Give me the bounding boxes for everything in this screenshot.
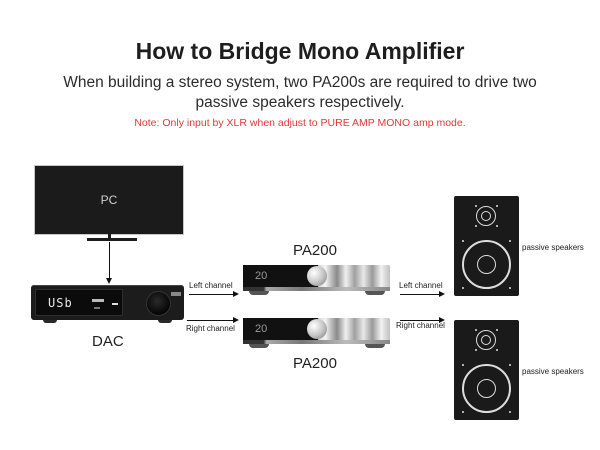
- dac-right-channel-arrowhead: [233, 317, 239, 323]
- amp-bottom-strip: [243, 340, 390, 344]
- amp-foot: [249, 291, 269, 295]
- dac-foot: [158, 320, 172, 323]
- woofer-outer: [462, 364, 511, 413]
- amp-right-channel-label: Right channel: [396, 321, 445, 330]
- screw-dot: [509, 411, 511, 413]
- pc-to-dac-line: [109, 242, 110, 278]
- amp-volume-display: 20: [255, 323, 268, 335]
- dac-indicator: [92, 299, 104, 302]
- amp-display: 20: [243, 318, 318, 340]
- screw-dot: [496, 225, 498, 227]
- warning-note: Note: Only input by XLR when adjust to P…: [134, 117, 466, 129]
- amp-bottom-label: PA200: [293, 355, 337, 372]
- amp-knob-icon: [307, 319, 327, 339]
- screw-dot: [509, 364, 511, 366]
- amp-right-channel-arrowhead: [439, 317, 445, 323]
- screw-dot: [496, 205, 498, 207]
- dac-dash: [112, 303, 118, 305]
- tweeter-outer: [476, 330, 496, 350]
- dac-left-channel-label: Left channel: [189, 281, 233, 290]
- dac-volume-knob-icon: [146, 291, 171, 316]
- page-title: How to Bridge Mono Amplifier: [135, 38, 465, 64]
- speaker-icon: [454, 196, 519, 296]
- dac-left-channel-arrowhead: [233, 291, 239, 297]
- tweeter-outer: [476, 206, 496, 226]
- amp-foot: [365, 291, 385, 295]
- speaker-icon: [454, 320, 519, 420]
- dac-indicator-sub: [94, 307, 100, 309]
- dac-device-icon: USb: [31, 285, 184, 323]
- screw-dot: [462, 364, 464, 366]
- page-subtitle: When building a stereo system, two PA200…: [63, 74, 537, 111]
- monitor-stand-neck: [108, 233, 111, 239]
- amp-left-channel-line: [400, 294, 440, 295]
- screw-dot: [496, 349, 498, 351]
- amp-foot: [365, 344, 385, 348]
- woofer-outer: [462, 240, 511, 289]
- speaker-bottom-label: passive speakers: [522, 367, 584, 376]
- amp-left-channel-arrowhead: [439, 291, 445, 297]
- screw-dot: [496, 329, 498, 331]
- amp-right-channel-line: [400, 320, 440, 321]
- dac-foot: [43, 320, 57, 323]
- amp-display: 20: [243, 265, 318, 287]
- amp-bottom-strip: [243, 287, 390, 291]
- amp-foot: [249, 344, 269, 348]
- screw-dot: [475, 205, 477, 207]
- amp-left-channel-label: Left channel: [399, 281, 443, 290]
- amplifier-icon: 20: [243, 265, 390, 295]
- dac-right-channel-label: Right channel: [186, 324, 235, 333]
- screw-dot: [475, 329, 477, 331]
- screw-dot: [475, 349, 477, 351]
- woofer-inner: [477, 379, 496, 398]
- dac-right-channel-line: [187, 320, 234, 321]
- amp-volume-display: 20: [255, 270, 268, 282]
- amplifier-icon: 20: [243, 318, 390, 348]
- screw-dot: [475, 225, 477, 227]
- woofer-inner: [477, 255, 496, 274]
- screw-dot: [462, 411, 464, 413]
- monitor-stand-base: [87, 238, 137, 241]
- screw-dot: [509, 287, 511, 289]
- amp-knob-icon: [307, 266, 327, 286]
- dac-display-text: USb: [48, 296, 73, 310]
- screw-dot: [509, 240, 511, 242]
- tweeter-inner: [481, 335, 491, 345]
- dac-left-channel-line: [189, 294, 234, 295]
- screw-dot: [462, 240, 464, 242]
- pc-monitor-icon: PC: [34, 165, 184, 235]
- pc-to-dac-arrowhead: [106, 278, 112, 284]
- dac-display: USb: [35, 289, 123, 316]
- dac-label: DAC: [92, 333, 124, 350]
- dac-brand-logo: [171, 292, 181, 296]
- amp-top-label: PA200: [293, 242, 337, 259]
- speaker-top-label: passive speakers: [522, 243, 584, 252]
- screw-dot: [462, 287, 464, 289]
- pc-label: PC: [100, 193, 118, 207]
- tweeter-inner: [481, 211, 491, 221]
